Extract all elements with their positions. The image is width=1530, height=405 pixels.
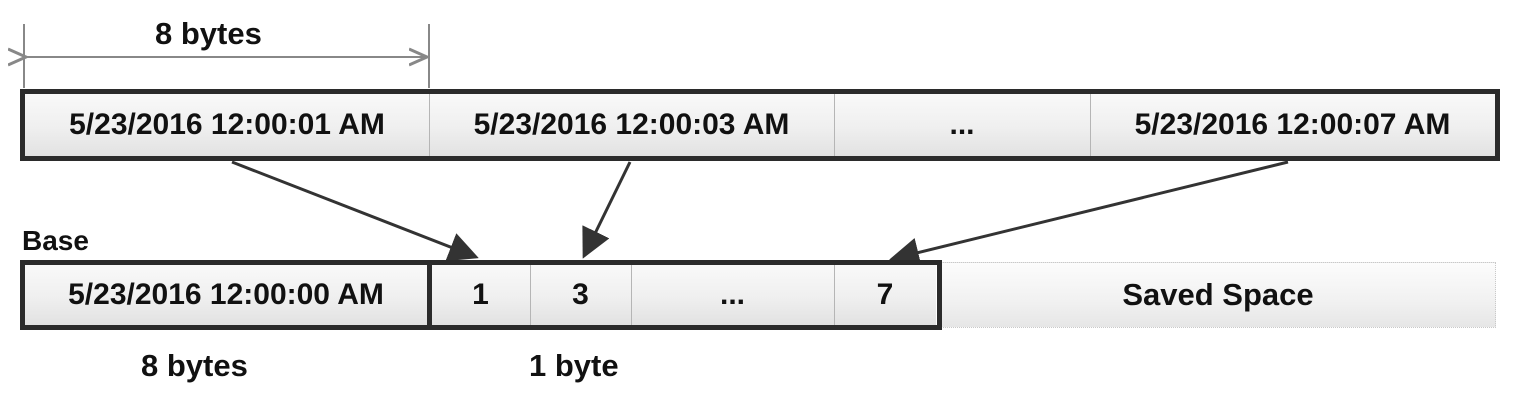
offset-cell-2: 3 [530, 265, 631, 325]
offset-cell-4: 7 [834, 265, 936, 325]
bottom-row-frame [20, 260, 942, 330]
offset-size-label: 1 byte [529, 348, 619, 383]
arrow-cell1-to-offset1 [231, 160, 479, 262]
top-divider-1 [429, 94, 430, 156]
top-cell-2: 5/23/2016 12:00:03 AM [429, 94, 834, 156]
saved-space-label: Saved Space [1122, 277, 1314, 312]
saved-space-region: Saved Space [940, 262, 1496, 328]
top-cell-3: ... [834, 94, 1090, 156]
offset-cell-3: ... [631, 265, 834, 325]
top-row-frame [20, 89, 1500, 161]
top-divider-2 [834, 94, 835, 156]
top-cell-1: 5/23/2016 12:00:01 AM [25, 94, 429, 156]
bottom-divider-3 [834, 265, 835, 325]
base-label: Base [22, 225, 89, 256]
top-cell-4: 5/23/2016 12:00:07 AM [1090, 94, 1495, 156]
arrow-cell2-to-offset3 [582, 161, 632, 259]
arrow-cell4-to-offset7 [889, 160, 1289, 268]
base-cell: 5/23/2016 12:00:00 AM [25, 265, 427, 325]
base-size-label: 8 bytes [141, 348, 248, 383]
offset-cell-1: 1 [431, 265, 530, 325]
bottom-divider-1 [530, 265, 531, 325]
bottom-divider-2 [631, 265, 632, 325]
top-size-label: 8 bytes [155, 16, 262, 51]
top-divider-3 [1090, 94, 1091, 156]
